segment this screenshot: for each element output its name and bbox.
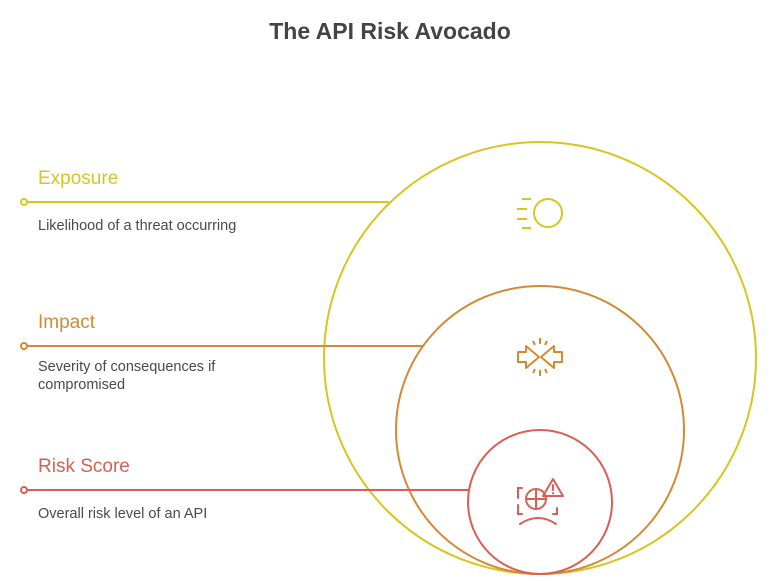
risk-score-label: Risk Score bbox=[38, 456, 130, 477]
risk-score-connector bbox=[20, 486, 468, 494]
risk-score-description: Overall risk level of an API bbox=[38, 506, 208, 522]
impact-description: Severity of consequences if compromised bbox=[38, 359, 216, 393]
headlight-icon bbox=[517, 198, 563, 229]
risk-score-circle bbox=[467, 429, 613, 575]
page-title: The API Risk Avocado bbox=[269, 18, 511, 44]
collision-arrows-icon bbox=[517, 338, 563, 376]
exposure-connector bbox=[20, 198, 389, 206]
global-risk-warning-icon bbox=[517, 478, 564, 525]
impact-label: Impact bbox=[38, 312, 96, 333]
impact-connector bbox=[20, 342, 423, 350]
exposure-label: Exposure bbox=[38, 168, 119, 189]
exposure-description: Likelihood of a threat occurring bbox=[38, 218, 237, 234]
